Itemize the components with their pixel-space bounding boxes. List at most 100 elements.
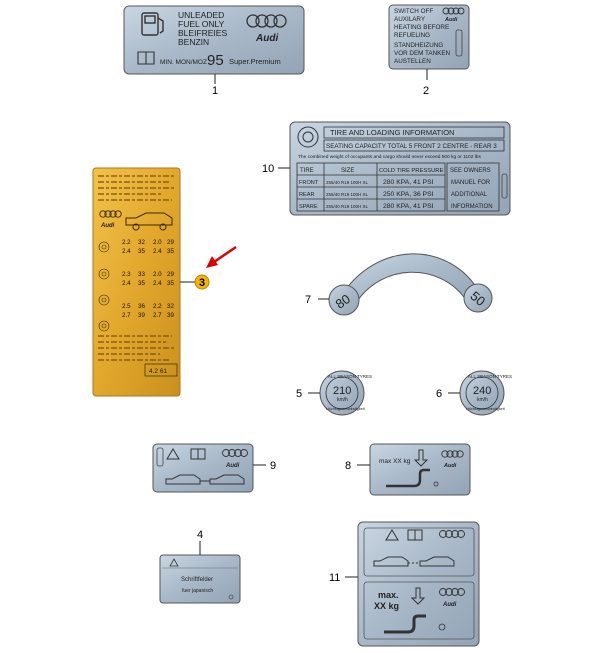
pressure-value: 2.7 — [122, 312, 131, 319]
speed-unit: km/h — [477, 397, 488, 403]
sticker-bottom-text: Höchstgeschwindigkeit — [326, 407, 366, 411]
manual-icon — [190, 448, 206, 460]
audi-rings-icon — [439, 588, 465, 596]
pressure-value: 29 — [167, 239, 174, 246]
callout-5: 5 — [296, 388, 302, 400]
aux-label-line: STANDHEIZUNG — [394, 42, 443, 49]
tire-cell: INFORMATION — [451, 204, 493, 210]
octane-value: 95 — [207, 52, 224, 69]
brand-text: Audi — [225, 463, 240, 469]
tire-header: SEE OWNERS — [450, 168, 491, 174]
callout-10: 10 — [262, 163, 274, 175]
tire-header: COLD TIRE PRESSURE — [379, 168, 443, 174]
pressure-value: 2.4 — [122, 280, 131, 287]
aux-label-line: REFUELING — [394, 32, 430, 39]
tire-loading-label[interactable]: TIRE AND LOADING INFORMATION SEATING CAP… — [289, 121, 511, 216]
max-load-label[interactable]: max XX kg Audi — [369, 443, 471, 496]
aux-heater-label[interactable]: SWITCH OFF AUXILARY HEATING BEFORE REFUE… — [388, 4, 470, 70]
callout-3: 3 — [199, 277, 205, 289]
pressure-value: 36 — [138, 303, 145, 310]
speed-sticker-240[interactable]: ALL SEASON TYRES 240 km/h Höchstgeschwin… — [459, 370, 512, 416]
seating-capacity: SEATING CAPACITY TOTAL 5 FRONT 2 CENTRE … — [326, 143, 497, 150]
fuel-grade-text: Super.Premium — [229, 57, 281, 66]
speed-sticker-210[interactable]: ALL SEASON TYRES 210 km/h Höchstgeschwin… — [319, 370, 372, 416]
pressure-value: 39 — [167, 312, 174, 319]
sticker-ring-text: ALL SEASON TYRES — [328, 374, 372, 379]
tire-icon — [297, 126, 319, 148]
tire-label-title: TIRE AND LOADING INFORMATION — [330, 128, 454, 137]
label-footer-code: 4.2 61 — [149, 368, 167, 375]
speed-arc-label[interactable]: 80 50 — [328, 253, 493, 316]
tire-cell: 255/40 R19 100H XL — [326, 204, 369, 209]
pressure-value: 39 — [138, 312, 145, 319]
sign-label[interactable]: Schriftfelder fuer japanisch — [159, 554, 241, 604]
warning-label[interactable]: Audi — [152, 443, 254, 493]
callout-9: 9 — [270, 460, 276, 472]
max-load-text: max XX kg — [379, 458, 411, 465]
callout-6: 6 — [436, 388, 442, 400]
pressure-value: 35 — [167, 248, 174, 255]
pressure-value: 2.0 — [153, 271, 162, 278]
pressure-value: 35 — [138, 280, 145, 287]
pressure-table: 2.2 32 2.0 29 2.4 35 2.4 35 2.3 33 2.0 2… — [98, 239, 174, 332]
fuel-label-line: BENZIN — [178, 37, 209, 47]
sticker-ring-text: ALL SEASON TYRES — [468, 374, 512, 379]
sign-label-title: Schriftfelder — [181, 577, 213, 583]
pressure-value: 2.0 — [153, 239, 162, 246]
tire-pressure-label[interactable]: Audi 2.2 32 2.0 29 2.4 35 2.4 35 2.3 33 … — [92, 167, 181, 397]
fuel-pump-icon — [141, 12, 164, 36]
warning-triangle-icon — [385, 529, 399, 541]
brand-text: Audi — [442, 602, 457, 608]
max-load-text: XX kg — [374, 601, 399, 611]
highlight-callout[interactable] — [194, 274, 210, 290]
sticker-bottom-text: Höchstgeschwindigkeit — [466, 407, 506, 411]
audi-rings-icon — [246, 14, 287, 28]
min-octane-text: MIN. MON/MOZ — [160, 59, 207, 66]
pressure-value: 35 — [167, 280, 174, 287]
pressure-value: 32 — [167, 303, 174, 310]
car-side-icon — [125, 212, 173, 231]
tire-cell: 255/40 R19 100H XL — [326, 192, 369, 197]
tire-cell: ADDITIONAL — [451, 192, 488, 198]
red-arrow-icon — [206, 245, 237, 268]
callout-7: 7 — [305, 294, 311, 306]
audi-rings-icon — [222, 449, 248, 457]
pressure-value: 2.4 — [153, 280, 162, 287]
aux-label-line: HEATING BEFORE — [394, 24, 449, 31]
aux-label-line: VOR DEM TANKEN — [394, 50, 451, 57]
tire-header: SIZE — [341, 168, 354, 174]
pressure-value: 2.4 — [122, 248, 131, 255]
audi-rings-icon — [441, 450, 464, 458]
warning-triangle-icon — [166, 448, 180, 460]
fuel-label-line: UNLEADED — [178, 10, 224, 20]
down-arrow-icon — [413, 449, 429, 467]
aux-label-line: SWITCH OFF — [394, 8, 433, 15]
speed-unit: km/h — [337, 397, 348, 403]
callout-8: 8 — [345, 460, 351, 472]
aux-label-line: AUSTELLEN — [394, 58, 431, 65]
arc-speed-left: 80 — [333, 291, 353, 312]
fuel-label[interactable]: UNLEADED FUEL ONLY BLEIFREIES BENZIN Aud… — [123, 5, 305, 75]
manual-icon — [407, 529, 423, 541]
combo-warning-label[interactable]: max. XX kg Audi — [357, 521, 480, 647]
pressure-value: 2.7 — [153, 312, 162, 319]
audi-rings-icon — [442, 7, 465, 15]
audi-rings-icon — [99, 210, 122, 218]
aux-label-line: AUXILARY — [394, 16, 426, 23]
callout-4: 4 — [197, 529, 203, 541]
pressure-value: 2.4 — [153, 248, 162, 255]
text-lines — [98, 175, 174, 201]
brand-text: Audi — [444, 17, 458, 23]
callout-2: 2 — [423, 85, 429, 97]
tire-cell: REAR — [299, 192, 315, 198]
brand-text: Audi — [255, 33, 278, 44]
manual-icon — [137, 51, 155, 65]
fuel-label-line: BLEIFREIES — [178, 28, 227, 38]
callout-1: 1 — [212, 85, 218, 97]
warning-triangle-icon — [169, 558, 179, 567]
tire-cell: MANUEL FOR — [451, 180, 491, 186]
tire-cell: 280 KPA, 41 PSI — [383, 203, 434, 210]
tire-cell: 255/40 R19 100H XL — [326, 180, 369, 185]
tire-cell: 280 KPA, 41 PSI — [383, 179, 434, 186]
brand-text: Audi — [443, 463, 457, 469]
